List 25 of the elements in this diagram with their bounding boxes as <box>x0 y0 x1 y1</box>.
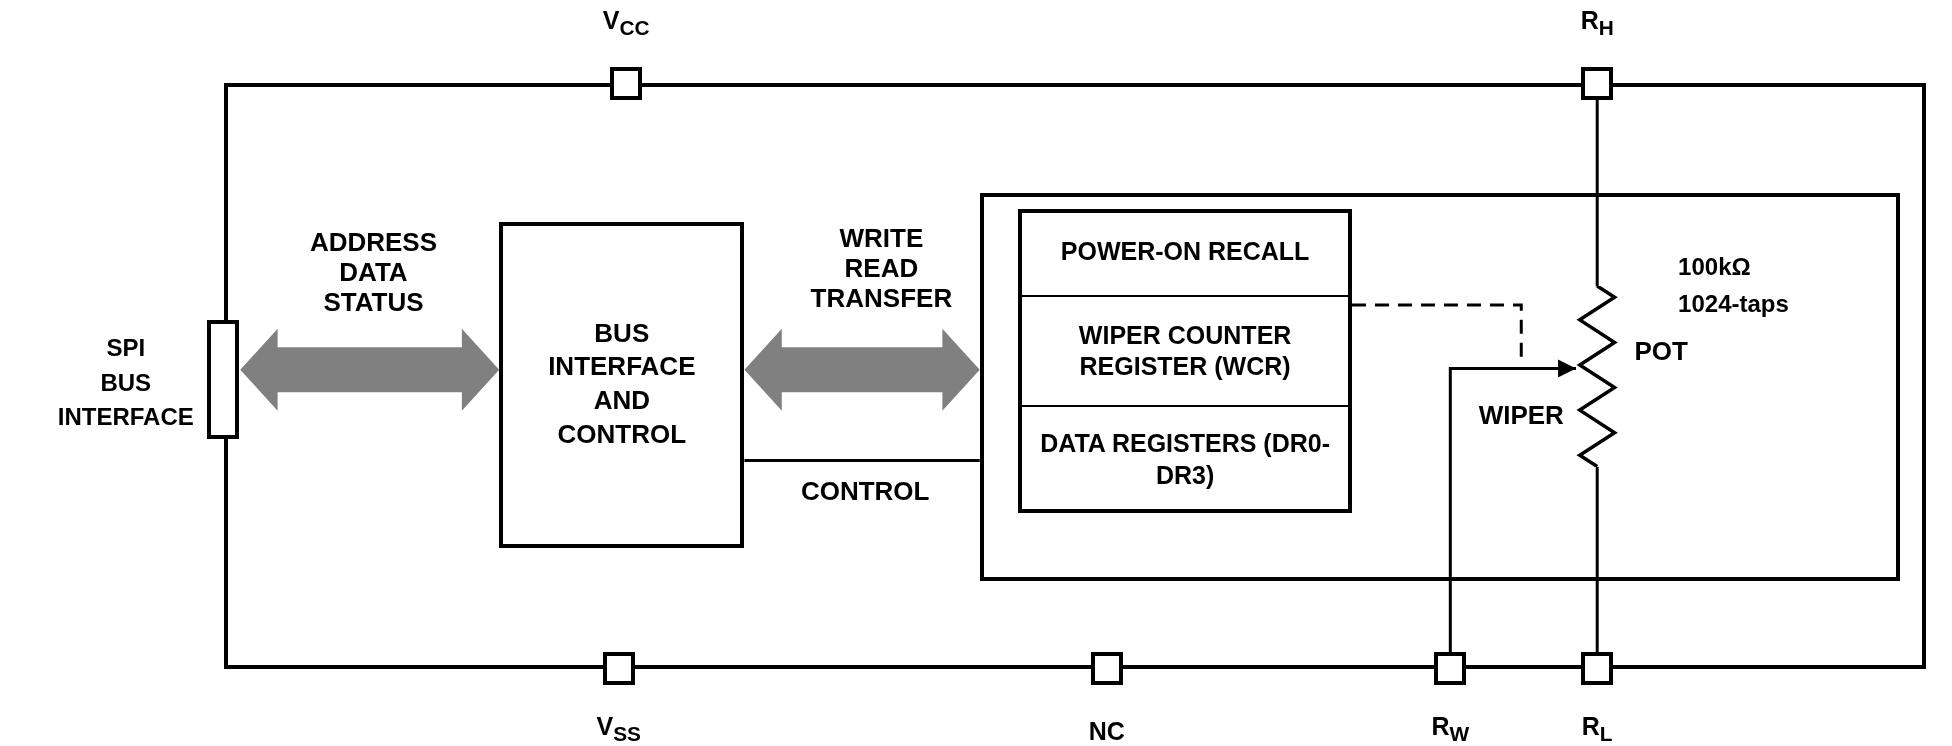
connector-line <box>1595 466 1599 653</box>
potentiometer-block <box>979 192 1900 582</box>
pin-label: SPI BUS INTERFACE <box>57 332 194 433</box>
register-row: WIPER COUNTER REGISTER (WCR) <box>1018 295 1352 405</box>
pin-label: R$_{L}$ <box>1581 711 1613 746</box>
component-label: POT <box>1634 336 1688 368</box>
double-arrow <box>744 328 980 411</box>
connector-line <box>744 459 980 463</box>
arrow <box>1448 359 1577 653</box>
connector-line <box>1595 99 1599 287</box>
dashed-line <box>1351 303 1523 359</box>
interface-block <box>499 221 745 548</box>
double-arrow <box>240 328 500 411</box>
chip-outline <box>224 83 1926 669</box>
pin-label: R$_{W}$ <box>1431 711 1470 746</box>
register-row: DATA REGISTERS (DR0-DR3) <box>1018 404 1352 513</box>
register-stack <box>1018 209 1352 513</box>
pin-label: NC <box>1088 716 1125 746</box>
pin-label: R$_{H}$ <box>1580 6 1614 41</box>
pin-label: V$_{CC}$ <box>602 6 650 41</box>
register-row: POWER-ON RECALL <box>1018 209 1352 295</box>
pin-label: V$_{SS}$ <box>596 711 641 746</box>
block-label: BUS INTERFACE AND CONTROL <box>548 317 696 452</box>
value-label: 100kΩ <box>1678 252 1751 281</box>
value-label: 1024-taps <box>1678 290 1789 319</box>
